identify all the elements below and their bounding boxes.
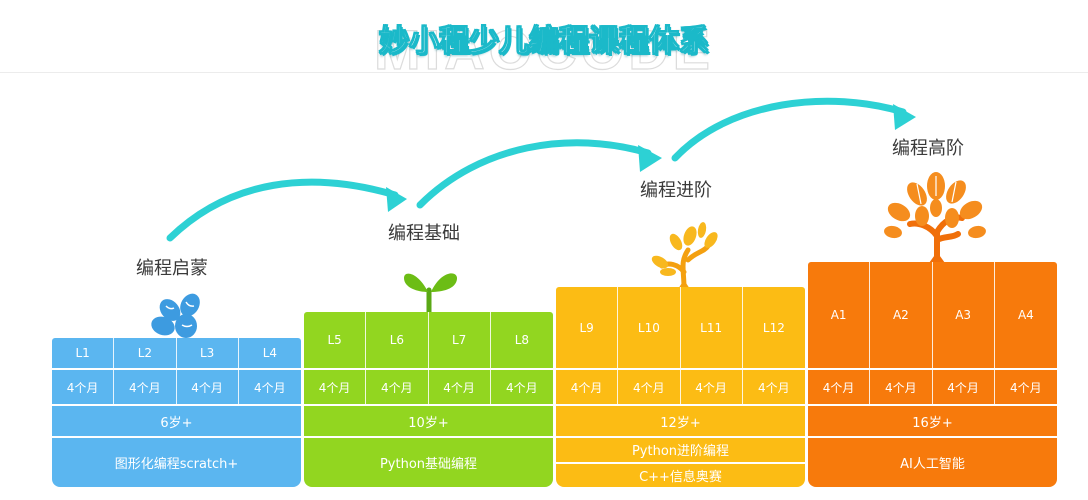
arrow-1 [166,178,407,242]
duration-cell: 4个月 [52,370,115,404]
level-cell: A3 [932,262,995,368]
duration-cell: 4个月 [176,370,239,404]
tree-icon [884,172,986,265]
level-cell: L1 [52,338,115,368]
duration-cell: 4个月 [932,370,995,404]
seed-icon [151,293,200,338]
age-cell: 6岁+ [52,406,301,436]
level-cell: L12 [742,287,805,368]
duration-cell: 4个月 [870,370,933,404]
course-cell: AI人工智能 [808,438,1057,487]
level-cell: L9 [556,287,619,368]
duration-cell: 4个月 [556,370,619,404]
watermark: MIAOCODE [373,18,714,81]
level-cell: A1 [808,262,871,368]
level-cell: L10 [618,287,681,368]
level-cell: L7 [428,312,491,368]
duration-cell: 4个月 [742,370,805,404]
age-cell: 10岁+ [304,406,553,436]
course-cell: C++信息奥赛 [556,463,805,487]
level-cell: L3 [176,338,239,368]
arrow-3 [671,97,916,162]
level-cell: L8 [490,312,553,368]
duration-cell: 4个月 [428,370,491,404]
duration-cell: 4个月 [618,370,681,404]
sprout-icon [404,273,458,315]
stage-label: 编程高阶 [892,138,964,159]
level-cell: L11 [680,287,743,368]
arrow-2 [416,139,662,209]
header: MIAOCODE 妙小程少儿编程课程体系 [0,0,1088,78]
page-title: 妙小程少儿编程课程体系 [379,24,710,60]
duration-cell: 4个月 [304,370,367,404]
sapling-icon [651,222,718,291]
level-cell: L5 [304,312,367,368]
course-cell: Python进阶编程 [556,438,805,462]
duration-cell: 4个月 [994,370,1057,404]
level-cell: A4 [994,262,1057,368]
age-cell: 16岁+ [808,406,1057,436]
level-cell: L4 [238,338,301,368]
course-cell: 图形化编程scratch+ [52,438,301,487]
duration-cell: 4个月 [114,370,177,404]
level-cell: L2 [114,338,177,368]
course-cell: Python基础编程 [304,438,553,487]
duration-cell: 4个月 [680,370,743,404]
stage-label: 编程进阶 [640,180,712,201]
age-cell: 12岁+ [556,406,805,436]
stage-label: 编程基础 [388,223,460,244]
level-cell: A2 [870,262,933,368]
duration-cell: 4个月 [490,370,553,404]
level-cell: L6 [366,312,429,368]
duration-cell: 4个月 [808,370,871,404]
duration-cell: 4个月 [366,370,429,404]
stage-label: 编程启蒙 [136,258,208,279]
duration-cell: 4个月 [238,370,301,404]
